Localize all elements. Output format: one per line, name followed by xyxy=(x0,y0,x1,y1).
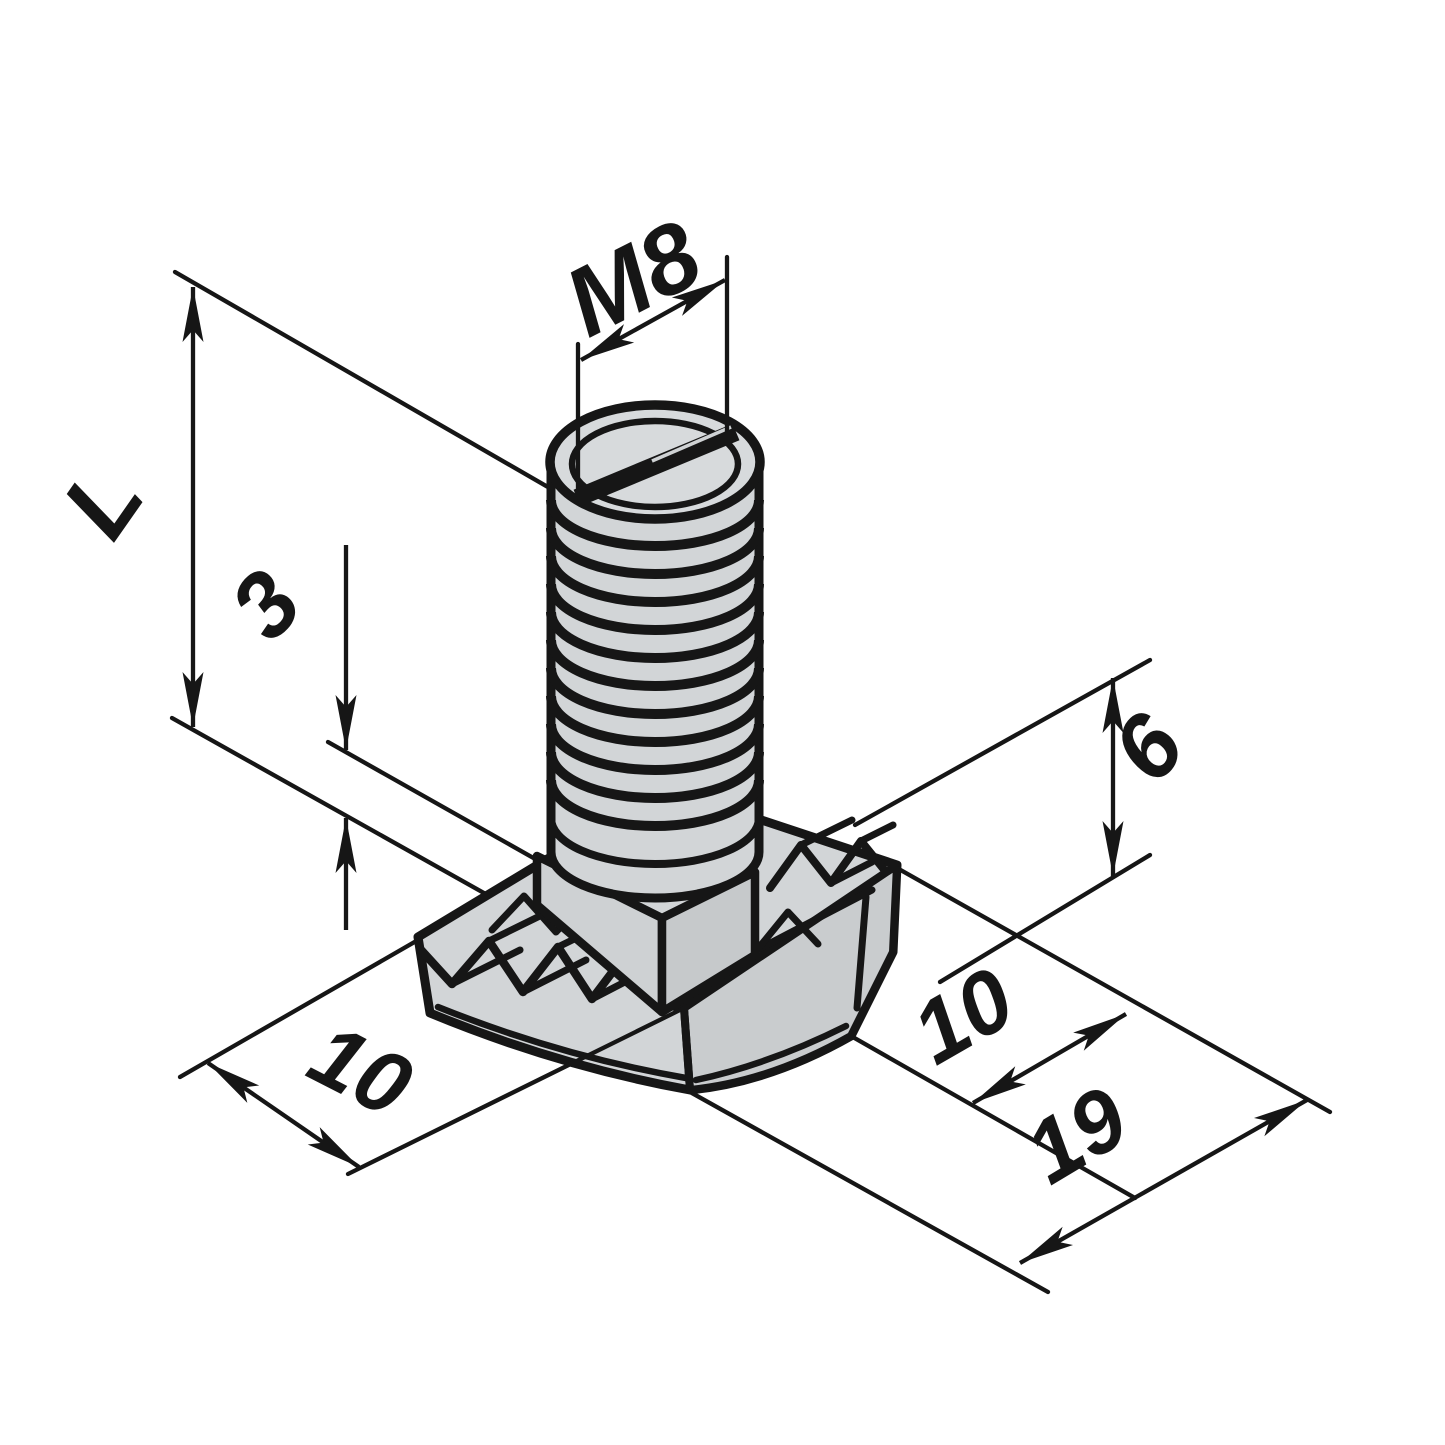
dim-line-m8 xyxy=(579,278,727,362)
ext-line-6-bottom xyxy=(937,852,1153,985)
thread-arc xyxy=(546,667,764,719)
ext-line-bearing-plane xyxy=(169,715,519,914)
ext-line-10-left-lower xyxy=(345,1005,687,1177)
head-bottom-inner-left xyxy=(434,1003,690,1082)
head-front-corner-edge xyxy=(680,1004,694,1094)
dim-label-head-top-flat: 10 xyxy=(896,948,1030,1083)
serrations-right xyxy=(753,816,897,954)
dimension-lines xyxy=(182,278,1309,1265)
dim-label-head-height: 6 xyxy=(1093,695,1205,800)
thread-arc xyxy=(546,751,764,803)
serration-ridge xyxy=(797,816,856,849)
head-chamfer-edge xyxy=(853,893,870,1012)
thread-arc xyxy=(546,695,764,747)
screw-shank xyxy=(545,400,765,903)
thread-arc xyxy=(546,583,764,635)
dim-label-head-width: 10 xyxy=(295,1003,427,1136)
collar-ring xyxy=(547,817,763,868)
dim-line-19 xyxy=(1018,1098,1309,1265)
dim-line-10-left xyxy=(206,1061,361,1169)
head-bottom-inner-right xyxy=(692,1022,850,1084)
dim-label-head-length: 19 xyxy=(1009,1067,1144,1202)
dim-line-10-right xyxy=(971,1012,1128,1105)
serration-tooth xyxy=(753,908,822,954)
ext-line-6-top xyxy=(852,657,1153,828)
slot-highlight xyxy=(651,425,732,463)
dim-label-serration-height: 3 xyxy=(211,552,321,658)
thread-arc xyxy=(546,611,764,663)
ext-line-10-left-upper xyxy=(177,937,421,1080)
screwdriver-slot xyxy=(573,423,740,507)
serration-ridge xyxy=(827,858,876,887)
thread-arc xyxy=(546,527,764,579)
dim-label-thread-size: M8 xyxy=(548,199,718,357)
serration-ridge xyxy=(448,946,524,988)
ext-line-screw-top xyxy=(172,269,563,497)
serration-ridge xyxy=(519,956,590,996)
t-head xyxy=(413,783,902,1095)
ext-line-head-right-corner-long xyxy=(894,865,1333,1115)
serration-ridge xyxy=(485,908,552,945)
thread-arc xyxy=(546,723,764,775)
dim-label-screw-length: L xyxy=(41,445,164,556)
extension-lines-over xyxy=(177,254,1333,1201)
ext-line-serration-top xyxy=(325,739,540,863)
serration-boundary xyxy=(753,886,876,954)
thread-arc xyxy=(546,555,764,607)
thread-ridges xyxy=(546,499,764,831)
thread-arc xyxy=(546,779,764,831)
thread-arc xyxy=(546,499,764,551)
screw-top-chamfer-ring xyxy=(568,417,742,511)
serration-ridge xyxy=(857,821,897,845)
thread-arc xyxy=(546,639,764,691)
